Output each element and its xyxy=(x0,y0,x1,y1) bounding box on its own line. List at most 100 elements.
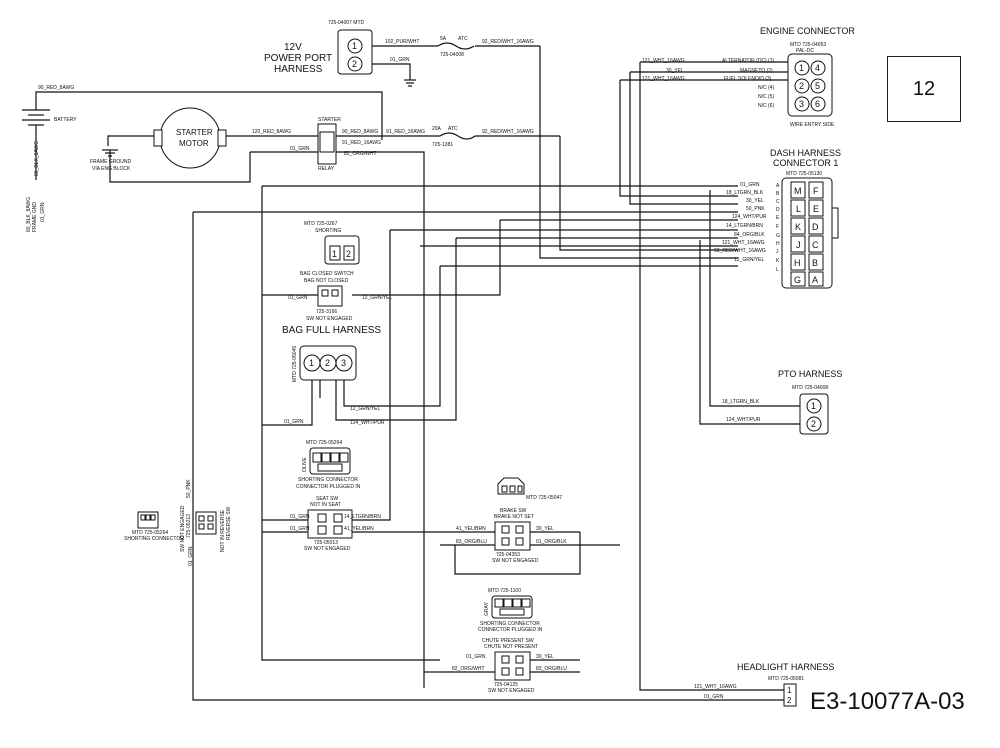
chute-sw-wire-4: 83_ORG/BLU xyxy=(536,666,567,672)
dash-harness-connector: DASH HARNESS CONNECTOR 1 MTD 725-05130 M… xyxy=(714,148,841,289)
bag-full-wire-1: 12_GRN/YEL xyxy=(350,406,381,412)
frame-gnd-wire-1: 80_BLK_8AWG xyxy=(34,141,40,176)
dash-grid-F: F xyxy=(813,186,819,196)
dash-row-K-pin: K xyxy=(776,258,780,264)
bag-closed-line-2: BAG NOT CLOSED xyxy=(304,278,349,284)
power-port-title-1: 12V xyxy=(284,42,302,53)
chute-sw-wire-3: 82_ORG/WHT xyxy=(452,666,485,672)
dash-row-K-wire: 12_GRN/YEL xyxy=(734,257,765,263)
bag-shorting-part: MTD 725-0267 xyxy=(304,221,338,227)
bag-shorting-connector: MTD 725-0267 SHORTING 1 2 xyxy=(304,221,360,265)
bag-closed-switch: BAG CLOSED SWITCH BAG NOT CLOSED 725-316… xyxy=(288,271,393,322)
bag-shorting-pin-2: 2 xyxy=(346,249,351,259)
dash-grid-E: E xyxy=(813,204,819,214)
brake-sw-line-1: BRAKE SW xyxy=(500,508,527,514)
bag-closed-wire-left: 01_GRN xyxy=(288,295,308,301)
dash-row-A-pin: A xyxy=(776,183,780,189)
bag-full-side: MTD 725-05045 xyxy=(292,346,298,382)
starter-relay: STARTER RELAY 90_RED_8AWG 91_RED_16AWG 9… xyxy=(290,117,425,172)
reverse-cluster-b: SHORTING CONNECTOR xyxy=(124,536,184,542)
frame-ground-line-2: VIA ENG BLOCK xyxy=(92,166,131,172)
engine-row-1-label: ALTERNATOR (DC) (1) xyxy=(722,58,775,64)
engine-row-4-label: N/C (4) xyxy=(758,85,774,91)
reverse-cluster-g: NOT IN REVERSE xyxy=(220,509,226,552)
wire-label-120: 120_RED_8AWG xyxy=(252,129,291,135)
battery: 90_RED_8AWG BATTERY xyxy=(22,85,77,180)
brake-sw-part-2: 725-04353 xyxy=(496,552,520,558)
starter-motor: STARTER MOTOR 120_RED_8AWG xyxy=(153,107,291,169)
chute-shorting-line-2: CONNECTOR PLUGGED IN xyxy=(478,627,543,633)
fuse-5a-part: 725-04008 xyxy=(440,52,464,58)
engine-row-2-label: MAGNETO (2) xyxy=(740,68,773,74)
pto-title: PTO HARNESS xyxy=(778,369,842,379)
fuse-5a-type: ATC xyxy=(458,36,468,42)
seat-sw-wire-2: 14_LTGRN/BRN xyxy=(344,514,381,520)
dash-row-A-wire: 01_GRN xyxy=(740,182,760,188)
brake-sw-line-2: BRAKE NOT SET xyxy=(494,514,534,520)
chute-shorting-part: MTD 725-1100 xyxy=(488,588,521,594)
engine-pin-2: 2 xyxy=(799,81,804,91)
relay-bottom-label: RELAY xyxy=(318,166,335,172)
power-port-harness: 725-04007 MTD 1 2 12V POWER PORT HARNESS… xyxy=(264,20,419,87)
headlight-wire-1: 121_WHT_16AWG xyxy=(694,684,737,690)
seat-sw-line-2: NOT IN SEAT xyxy=(310,502,341,508)
chute-sw-state: SW NOT ENGAGED xyxy=(488,688,535,694)
power-port-pin-1: 1 xyxy=(352,41,357,51)
brake-sw-wire-1: 41_YEL/BRN xyxy=(456,526,486,532)
wire-label-91: 91_RED_16AWG xyxy=(386,129,425,135)
wire-label-92-mid: 92_RED/WHT_16AWG xyxy=(482,129,534,135)
dash-grid-D: D xyxy=(812,222,819,232)
brake-sw-wire-4: 01_ORG/BLK xyxy=(536,539,567,545)
brake-sw-wire-3: 83_ORG/BLU xyxy=(456,539,487,545)
chute-shorting-connector: MTD 725-1100 GRAY SHORTING CONNECTOR CON… xyxy=(478,588,543,633)
reverse-cluster-a: MTD 725-05264 xyxy=(132,530,168,536)
reverse-cluster-c: SW NOT ENGAGED xyxy=(180,505,186,552)
wire-label-91b: 91_RED_16AWG xyxy=(342,140,381,146)
power-port-title-3: HARNESS xyxy=(274,64,323,75)
engine-row-2-wire: 30_YEL xyxy=(666,68,684,74)
document-code: E3-10077A-03 xyxy=(810,688,965,715)
headlight-part: MTD 725-05081 xyxy=(768,676,804,682)
dash-grid-G: G xyxy=(794,275,801,285)
wire-label-82: 82_ORG/WHT xyxy=(344,151,377,157)
seat-sw-wire-4: 41_YEL/BRN xyxy=(344,526,374,532)
dash-title-2: CONNECTOR 1 xyxy=(773,158,838,168)
reverse-cluster-h: REVERSE SW xyxy=(226,506,232,540)
page-number-box: 12 xyxy=(887,56,961,122)
dash-row-J-pin: J xyxy=(776,249,779,255)
headlight-pin-1: 1 xyxy=(787,686,792,695)
chute-sw-wire-2: 30_YEL xyxy=(536,654,554,660)
pto-part: MTD 725-04008 xyxy=(792,385,828,391)
fuse-5a-label: 5A xyxy=(440,36,447,42)
frame-gnd-wire-2: 80_BLK_8AWG xyxy=(26,197,32,232)
bag-shorting-sub: SHORTING xyxy=(315,228,341,234)
dash-grid-C: C xyxy=(812,240,819,250)
engine-pin-3: 3 xyxy=(799,99,804,109)
dash-row-B-pin: B xyxy=(776,191,780,197)
relay-top-label: STARTER xyxy=(318,117,341,123)
seat-sw-part: 725-05013 xyxy=(314,540,338,546)
engine-connector-title: ENGINE CONNECTOR xyxy=(760,26,855,36)
brake-switch: MTD 725-05047 BRAKE SW BRAKE NOT SET 725… xyxy=(456,477,567,564)
wire-label-102: 102_PUR/WHT xyxy=(385,39,419,45)
dash-part: MTD 725-05130 xyxy=(786,171,822,177)
engine-row-1-wire: 121_WHT_16AWG xyxy=(642,58,685,64)
seat-shorting-line-2: CONNECTOR PLUGGED IN xyxy=(296,484,361,490)
bag-full-wire-2: 01_GRN xyxy=(284,419,304,425)
dash-row-G-wire: 84_ORG/BLK xyxy=(734,232,765,238)
dash-row-D-wire: 50_PNK xyxy=(746,206,765,212)
frame-ground-labels: 80_BLK_8AWG 80_BLK_8AWG FRAME GND 01_GRN… xyxy=(26,141,132,232)
dash-row-H-pin: H xyxy=(776,241,780,247)
pto-wire-1: 18_LTGRN_BLK xyxy=(722,399,760,405)
wire-label-90-top: 90_RED_8AWG xyxy=(38,85,74,91)
chute-shorting-side: GRAY xyxy=(484,602,490,616)
engine-connector-footer: WIRE ENTRY SIDE xyxy=(790,122,835,128)
engine-pin-5: 5 xyxy=(815,81,820,91)
bag-full-title: BAG FULL HARNESS xyxy=(282,325,381,336)
dash-row-E-pin: E xyxy=(776,215,780,221)
engine-connector-rows: 121_WHT_16AWG ALTERNATOR (DC) (1) 30_YEL… xyxy=(642,58,775,109)
dash-grid-J: J xyxy=(796,240,801,250)
bag-shorting-pin-1: 1 xyxy=(332,249,337,259)
